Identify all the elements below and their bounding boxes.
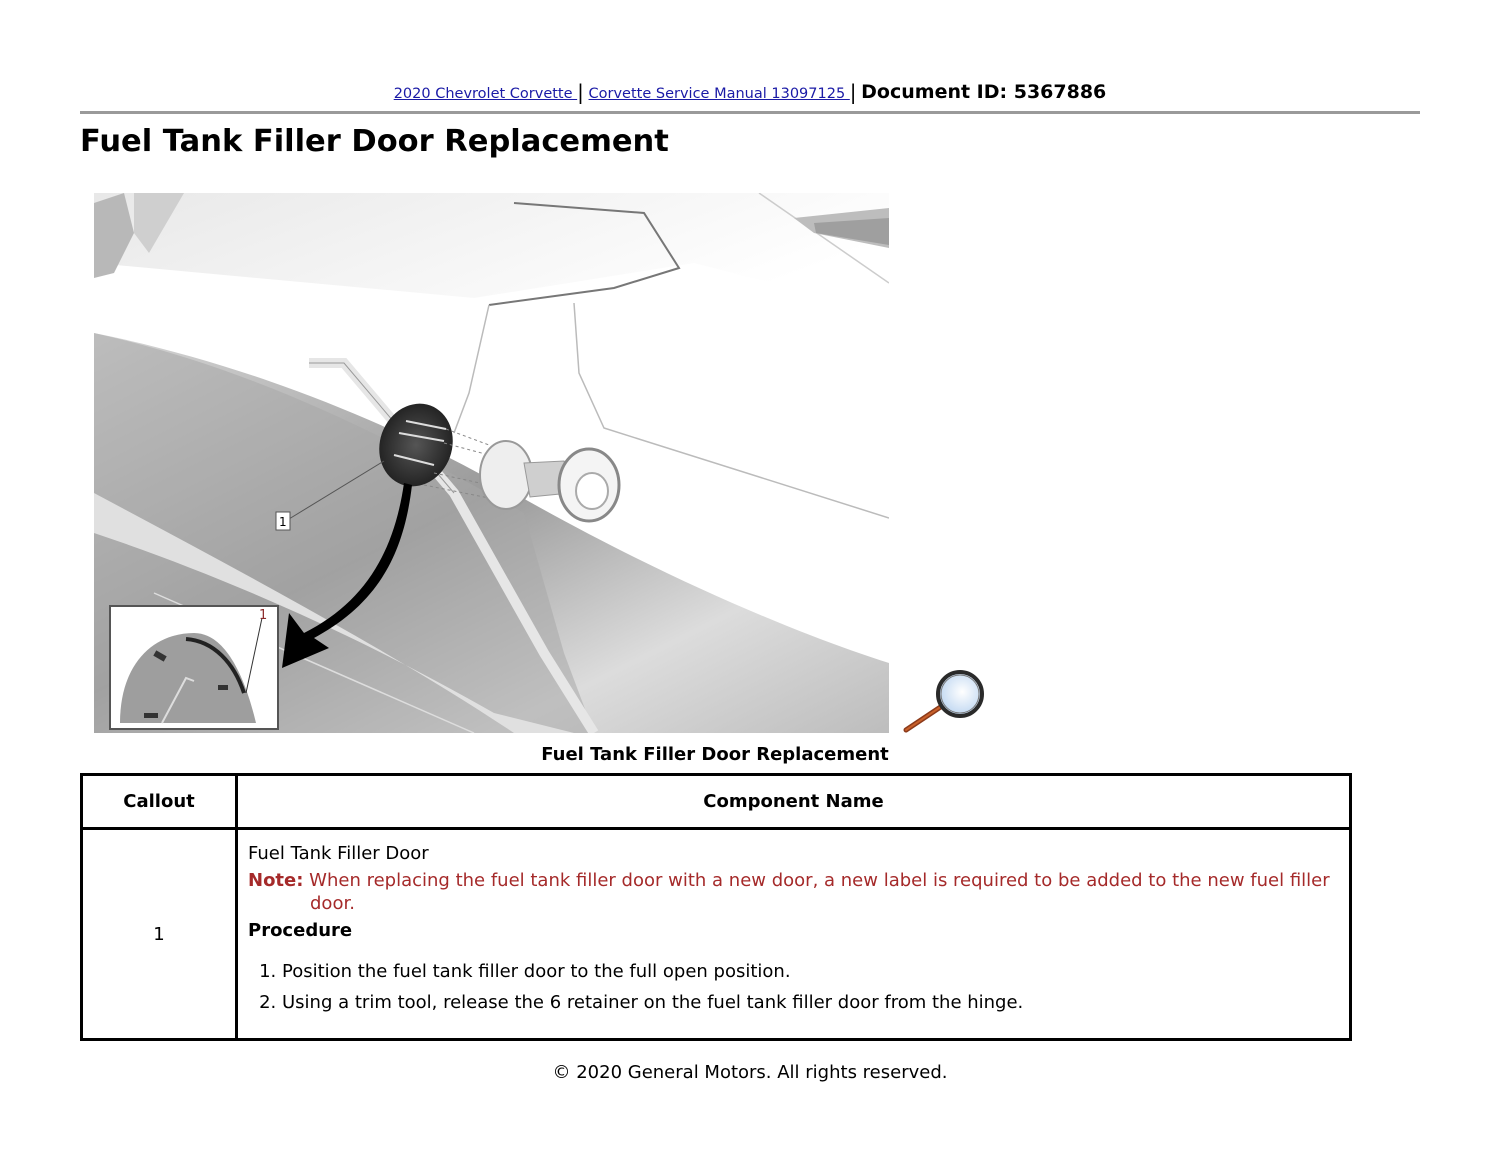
table-row: 1 Fuel Tank Filler Door Note: When repla… (80, 827, 1352, 1041)
figure-caption: Fuel Tank Filler Door Replacement (541, 744, 889, 765)
copyright-footer: © 2020 General Motors. All rights reserv… (552, 1062, 948, 1083)
page-title: Fuel Tank Filler Door Replacement (80, 124, 669, 159)
callout-table: Callout Component Name 1 Fuel Tank Fille… (80, 773, 1352, 1041)
procedure-steps: Position the fuel tank filler door to th… (248, 960, 1339, 1015)
table-header-row: Callout Component Name (80, 773, 1352, 830)
magnifier-icon[interactable] (900, 668, 992, 736)
document-id: Document ID: 5367886 (861, 81, 1107, 103)
breadcrumb-separator: | (849, 80, 857, 104)
breadcrumb-separator: | (577, 80, 584, 104)
callout-number: 1 (80, 827, 238, 1041)
procedure-step: Using a trim tool, release the 6 retaine… (282, 991, 1339, 1015)
breadcrumb-link-manual[interactable]: Corvette Service Manual 13097125 (588, 86, 850, 102)
illustration-fuel-door: 1 1 (94, 193, 889, 733)
breadcrumb: 2020 Chevrolet Corvette | Corvette Servi… (80, 78, 1420, 107)
note-text: Note: When replacing the fuel tank fille… (248, 869, 1339, 915)
procedure-step: Position the fuel tank filler door to th… (282, 960, 1339, 984)
breadcrumb-link-vehicle[interactable]: 2020 Chevrolet Corvette (393, 86, 578, 102)
component-name: Fuel Tank Filler Door (248, 843, 429, 864)
column-header-component-name: Component Name (235, 773, 1352, 830)
component-description: Fuel Tank Filler Door Note: When replaci… (235, 827, 1352, 1041)
note-body: When replacing the fuel tank filler door… (303, 870, 1330, 914)
callout-1-label: 1 (279, 515, 287, 529)
column-header-callout: Callout (80, 773, 238, 830)
procedure-heading: Procedure (248, 920, 353, 941)
header-divider (80, 111, 1420, 114)
inset-callout-label: 1 (259, 608, 267, 623)
note-label: Note: (248, 870, 304, 891)
